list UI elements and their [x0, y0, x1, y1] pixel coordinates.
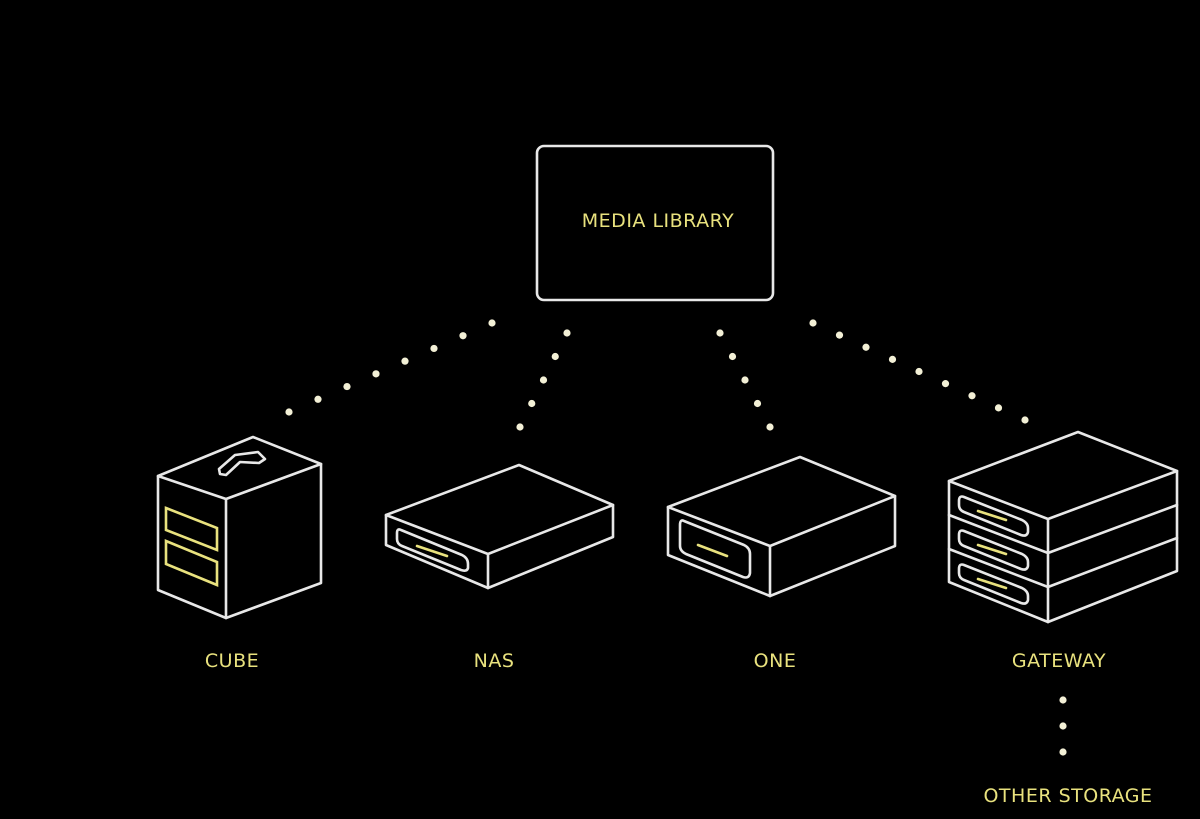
connector-dot: [728, 352, 737, 361]
connector-dot: [968, 392, 976, 400]
connector-dot: [539, 376, 548, 384]
connector-dot: [1021, 416, 1029, 424]
storage-box-icon: [666, 455, 897, 598]
connector-dot: [1059, 722, 1067, 730]
gateway-label: GATEWAY: [1011, 650, 1107, 672]
connector-dot: [401, 357, 409, 365]
nas-label: NAS: [473, 650, 515, 672]
tower-server-icon: [156, 435, 323, 620]
nas-drive-icon: [384, 463, 615, 590]
connector-dot: [516, 423, 524, 431]
connector-dot: [753, 399, 762, 408]
connector-dot: [551, 352, 559, 361]
connector-dot: [488, 319, 496, 327]
connector-dot: [528, 399, 536, 408]
connector-dot: [716, 329, 724, 337]
connector-dot: [343, 382, 351, 391]
connector-dot: [915, 367, 923, 376]
connector-dot: [430, 344, 438, 353]
connector-dot: [941, 380, 950, 388]
connector-dot: [314, 395, 322, 403]
connector-dot: [835, 331, 844, 339]
connector-dot: [741, 376, 749, 384]
connector-dot: [809, 319, 817, 327]
media-library-box: [535, 144, 775, 302]
connector-dot: [766, 423, 774, 431]
connector-dots: [285, 319, 1067, 756]
connector-dot: [459, 332, 467, 340]
connector-dot: [862, 343, 870, 351]
connector-dot: [563, 329, 571, 337]
other-storage-label: OTHER STORAGE: [983, 785, 1153, 807]
one-label: ONE: [753, 650, 797, 672]
media-library-label: MEDIA LIBRARY: [581, 210, 735, 232]
connector-dot: [1059, 696, 1067, 704]
connector-dot: [888, 355, 897, 363]
connector-dot: [285, 408, 293, 416]
cube-label: CUBE: [204, 650, 260, 672]
connector-dot: [994, 404, 1003, 412]
connector-dot: [1059, 748, 1067, 756]
connector-dot: [372, 370, 380, 378]
stacked-storage-icon: [947, 430, 1179, 624]
